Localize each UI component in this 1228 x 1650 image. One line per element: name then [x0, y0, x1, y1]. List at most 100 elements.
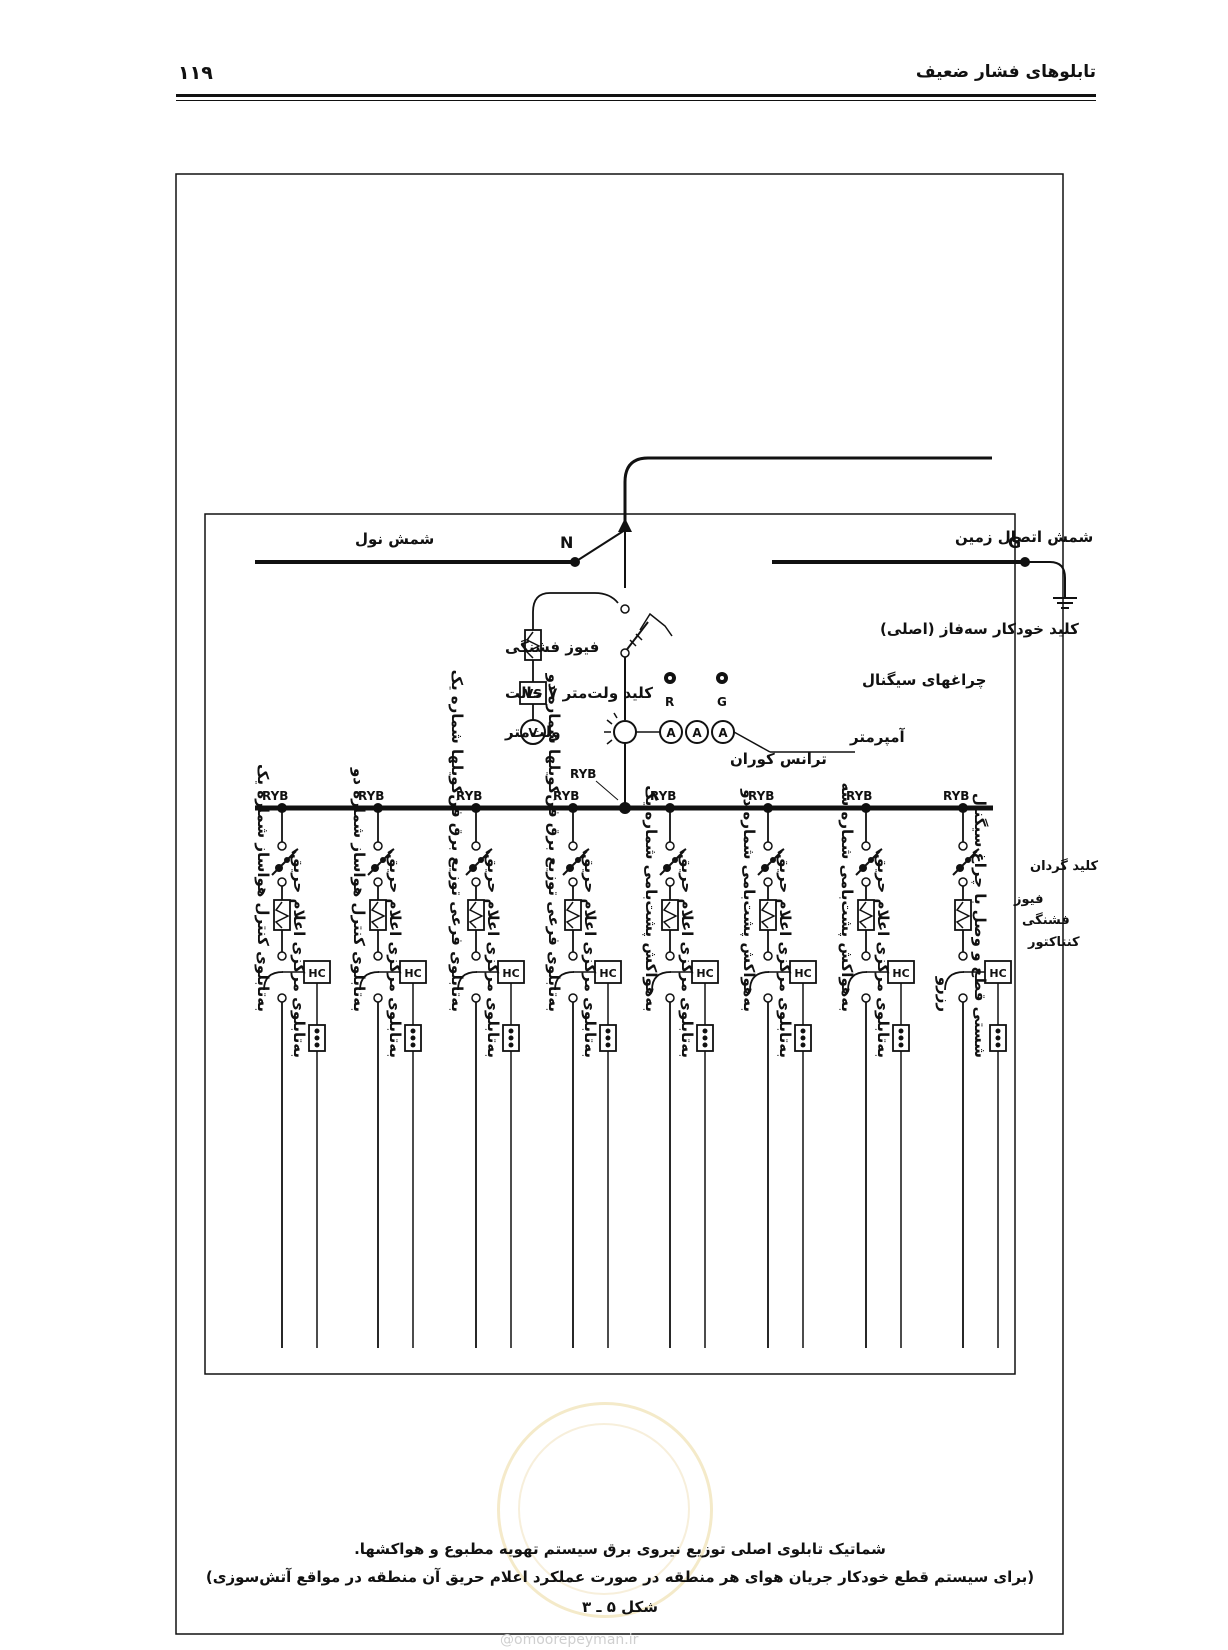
fuse-wire [760, 901, 776, 929]
contactor-terminal [568, 993, 578, 1003]
signal-lamps-label: چراغهای سیگنال [862, 671, 986, 690]
feeder-ryb-label: RYB [943, 789, 969, 803]
contactor-icon [944, 971, 965, 991]
rotary-switch-icon [271, 848, 299, 876]
contactor-icon [749, 971, 770, 991]
feeder-ryb-label: RYB [358, 789, 384, 803]
footer-url: @omoorepeyman.ir [500, 1632, 639, 1648]
feeder-ryb-label: RYB [650, 789, 676, 803]
lamp-r-letter: R [665, 695, 674, 709]
page-number: ۱۱۹ [178, 62, 213, 84]
contactor-terminal [665, 951, 675, 961]
switch-terminal [665, 877, 675, 887]
contactor-terminal [373, 993, 383, 1003]
fuse-wire [274, 901, 290, 929]
switch-terminal [471, 877, 481, 887]
contactor-terminal [568, 951, 578, 961]
neutral-bus-label: شمش نول [355, 530, 434, 548]
ammeter-icon [659, 720, 735, 744]
incoming-arrow [618, 518, 632, 532]
watermark-seal-inner [518, 1423, 690, 1595]
rotary-switch-icon [465, 848, 493, 876]
contactor-icon [847, 971, 868, 991]
switch-terminal [568, 877, 578, 887]
main-ryb-label: RYB [570, 767, 596, 781]
feeder-fire-alarm-text: به‌تابلوی مرکزی اعلام حریق [776, 854, 794, 1058]
voltmeter-icon [520, 719, 546, 745]
figure-frame [175, 173, 1064, 1635]
switch-terminal [665, 841, 675, 851]
ground-letter: G [1008, 533, 1021, 552]
switch-terminal [277, 841, 287, 851]
feeder-destination-text: به‌تابلوی کنترل هواساز شماره دو [350, 767, 368, 1012]
page-title: تابلوهای فشار ضعیف [915, 62, 1096, 82]
phase-bus-main-node [619, 802, 631, 814]
feeder-fire-alarm-text: به‌تابلوی مرکزی اعلام حریق [678, 854, 696, 1058]
hc-relay-symbol: HC [794, 967, 811, 980]
ammeter-symbol-2: A [692, 726, 702, 740]
rotary-switch-label: کلید گردان [1030, 858, 1099, 874]
hc-relay-symbol: HC [892, 967, 909, 980]
contactor-icon [359, 971, 380, 991]
neutral-letter: N [560, 533, 573, 552]
switch-terminal [471, 841, 481, 851]
voltmeter-fuse-wire [525, 631, 541, 659]
feeder-fire-alarm-text: به‌تابلوی مرکزی اعلام حریق [386, 854, 404, 1058]
feeder-destination-text: به‌تابلوی کنترل هواساز شماره یک [254, 764, 272, 1012]
neutral-link [574, 529, 626, 563]
rotary-switch-icon [367, 848, 395, 876]
contactor-terminal [277, 951, 287, 961]
voltmeter-label: ولت‌متر [504, 723, 561, 741]
fuse-wire [662, 901, 678, 929]
feeder-destination-text: به‌هواکش پشت‌بامی شماره یک [641, 785, 660, 1012]
hc-relay-symbol: HC [404, 967, 421, 980]
feeder-fire-alarm-text: به‌تابلوی مرکزی اعلام حریق [290, 854, 308, 1058]
voltmeter-switch-label: کلید ولت‌متر ۷ حالت [505, 684, 653, 702]
main-breaker-icon [624, 612, 673, 653]
fuse-short-label-1: فیوز [1013, 892, 1043, 907]
hc-relay-symbol: HC [502, 967, 519, 980]
feeder-destination-text: به‌هواکش پشت‌بامی شماره سه [837, 782, 856, 1012]
switch-terminal [373, 877, 383, 887]
lamp-g-letter: G [717, 695, 727, 709]
contactor-icon [651, 971, 672, 991]
feeder-destination-text: به‌هواکش پشت‌بامی شماره دو [739, 788, 758, 1012]
rotary-switch-icon [562, 848, 590, 876]
ammeter-symbol-1: A [666, 726, 676, 740]
feeder-ryb-label: RYB [553, 789, 579, 803]
contactor-terminal [763, 993, 773, 1003]
contactor-icon [457, 971, 478, 991]
watermark-seal [497, 1402, 713, 1618]
panel-frame [204, 513, 1016, 1375]
contactor-icon [554, 971, 575, 991]
feeder-ryb-label: RYB [846, 789, 872, 803]
ammeter-symbol-3: A [718, 726, 728, 740]
current-transformer-label: ترانس کوران [730, 750, 827, 768]
breaker-bottom-terminal [620, 648, 630, 658]
switch-terminal [277, 877, 287, 887]
rotary-switch-icon [952, 848, 980, 876]
earth-lead [1025, 561, 1066, 598]
contactor-terminal [277, 993, 287, 1003]
fuse-wire [468, 901, 484, 929]
ammeter-label: آمپرمتر [849, 728, 905, 747]
hc-relay-symbol: HC [308, 967, 325, 980]
feeder-2: RYB HC به‌تابلوی کنترل هواساز شماره دو به‌ت… [350, 767, 427, 1348]
switch-terminal [958, 877, 968, 887]
contactor-terminal [373, 951, 383, 961]
caption-line-2: (برای سیستم قطع خودکار جریان هوای هر منط… [205, 1568, 1035, 1586]
rotary-switch-icon [855, 848, 883, 876]
contactor-terminal [958, 951, 968, 961]
contactor-terminal [763, 951, 773, 961]
contactor-terminal [471, 951, 481, 961]
switch-terminal [763, 877, 773, 887]
feeder-fire-alarm-text: به‌تابلوی مرکزی اعلام حریق [484, 854, 502, 1058]
feeder-1: RYB HC به‌تابلوی کنترل هواساز شماره یک به‌ت… [254, 764, 331, 1348]
feeder-destination-text: رزرو [935, 976, 953, 1012]
ground-bus-label: شمش اتصال زمین [955, 528, 1093, 546]
fuse-label: فیوز فشنگی [505, 638, 599, 656]
feeder-ryb-label: RYB [262, 789, 288, 803]
